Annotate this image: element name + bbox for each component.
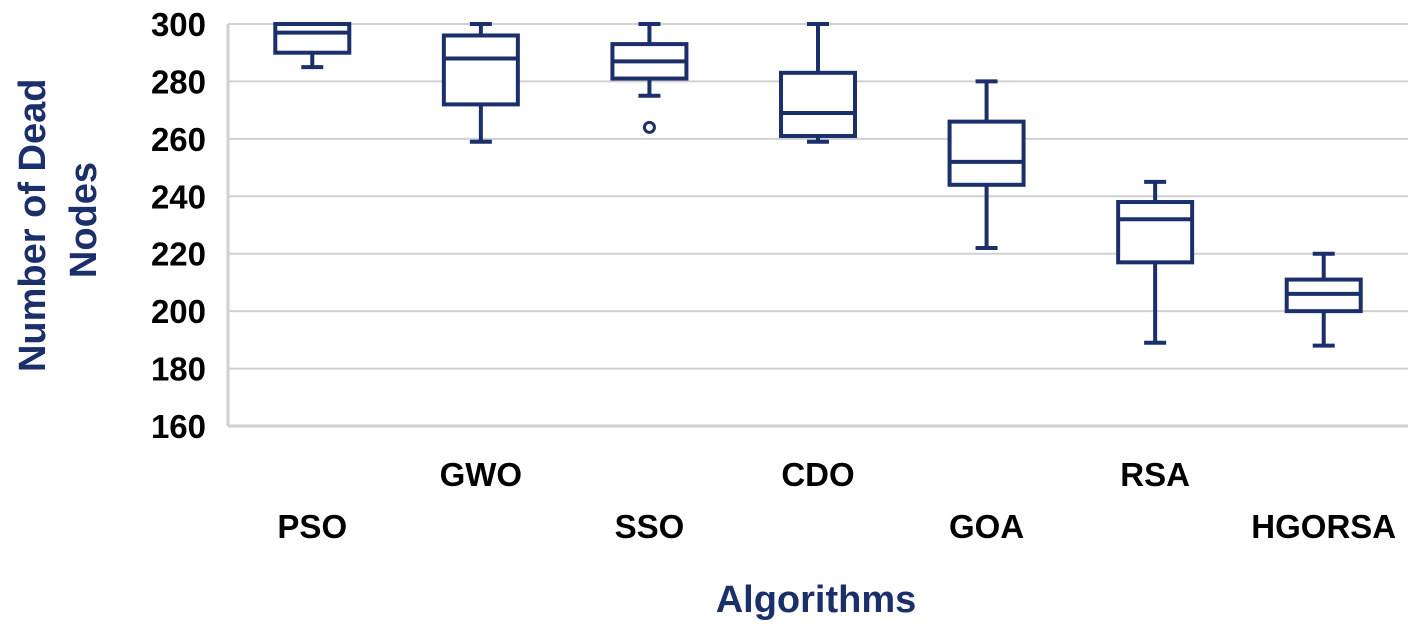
y-tick-label: 180 xyxy=(151,351,206,388)
y-axis-ticks: 160 180 200 220 240 260 280 300 xyxy=(151,6,206,445)
y-tick-label: 220 xyxy=(151,236,206,273)
box-pso xyxy=(273,22,352,70)
interquartile-box xyxy=(441,33,520,107)
x-category-label: GOA xyxy=(949,508,1024,545)
y-tick-label: 160 xyxy=(151,408,206,445)
box-cdo xyxy=(779,22,857,144)
box-series xyxy=(273,22,1363,348)
x-category-label: HGORSA xyxy=(1251,508,1396,545)
x-category-label: PSO xyxy=(277,508,347,545)
x-axis-title: Algorithms xyxy=(716,579,917,621)
x-category-label: CDO xyxy=(781,456,854,493)
outlier-point xyxy=(642,120,656,134)
x-category-label: GWO xyxy=(440,456,522,493)
box-goa xyxy=(947,79,1026,250)
y-tick-label: 240 xyxy=(151,178,206,215)
interquartile-box xyxy=(947,119,1026,187)
box-rsa xyxy=(1116,179,1195,345)
y-tick-label: 260 xyxy=(151,121,206,158)
interquartile-box xyxy=(273,22,352,55)
x-axis-categories: PSO GWO SSO CDO GOA RSA HGORSA xyxy=(277,456,1396,545)
interquartile-box xyxy=(779,70,857,138)
y-axis-title-line-1: Number of Dead xyxy=(12,79,54,372)
y-axis-title: Number of Dead Nodes xyxy=(12,68,105,372)
y-tick-label: 300 xyxy=(151,6,206,43)
box-hgorsa xyxy=(1284,251,1363,348)
box-sso xyxy=(610,22,689,134)
box-gwo xyxy=(441,22,520,144)
y-tick-label: 280 xyxy=(151,63,206,100)
y-axis-title-line-2: Nodes xyxy=(63,162,105,278)
interquartile-box xyxy=(1116,200,1195,265)
x-category-label: RSA xyxy=(1120,456,1190,493)
y-tick-label: 200 xyxy=(151,293,206,330)
x-category-label: SSO xyxy=(615,508,685,545)
